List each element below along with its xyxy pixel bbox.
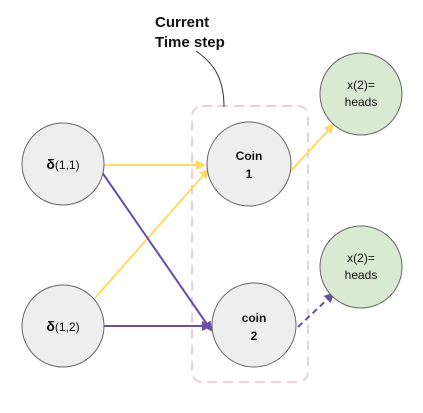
svg-text:δ(1,1): δ(1,1) (46, 156, 79, 172)
delta-1-2-subscript: (1,2) (55, 320, 80, 334)
output-1-label-line-1: x(2)= (347, 78, 375, 92)
callout-line-1: Current (155, 14, 209, 31)
node-output-2: x(2)= heads (319, 225, 403, 309)
node-coin-2: coin 2 (211, 282, 297, 368)
callout-line-2: Time step (155, 34, 225, 51)
output-2-label-line-1: x(2)= (347, 251, 375, 265)
edge-delta2-coin1 (94, 168, 210, 299)
edge-delta1-coin2 (96, 164, 213, 332)
output-1-label-line-2: heads (345, 95, 378, 109)
coin-2-label-line-1: coin (242, 311, 267, 325)
node-output-1: x(2)= heads (319, 52, 403, 136)
current-time-step-box (191, 105, 309, 383)
delta-1-2-symbol: δ (46, 318, 55, 334)
delta-1-1-symbol: δ (46, 156, 55, 172)
edge-coin2-out2 (297, 292, 335, 328)
delta-1-1-subscript: (1,1) (55, 158, 80, 172)
coin-1-label-line-2: 1 (246, 167, 253, 181)
callout-pointer (195, 50, 225, 108)
coin-2-label-line-2: 2 (251, 329, 258, 343)
svg-text:δ(1,2): δ(1,2) (46, 318, 79, 334)
node-delta-1-1: δ(1,1) (21, 122, 105, 206)
output-2-label-line-2: heads (345, 268, 378, 282)
node-coin-1: Coin 1 (206, 121, 292, 207)
node-delta-1-2: δ(1,2) (21, 284, 105, 368)
coin-1-label-line-1: Coin (236, 149, 263, 163)
edge-coin1-out1 (289, 123, 335, 173)
